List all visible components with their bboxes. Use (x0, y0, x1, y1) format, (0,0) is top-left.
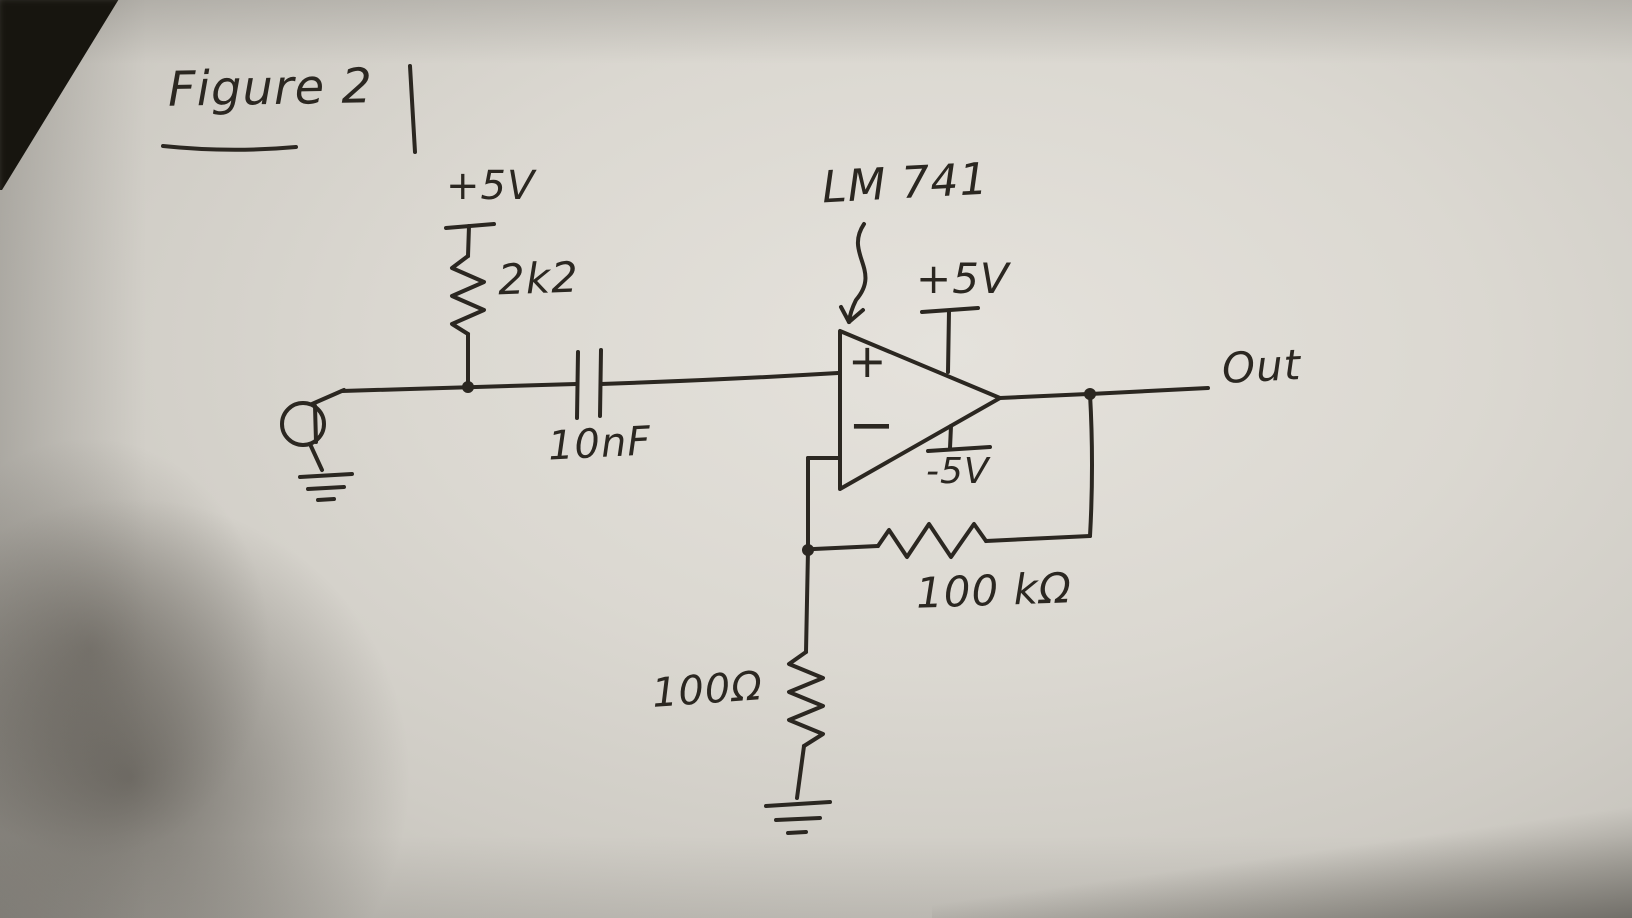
supply-terminal-neg (926, 424, 992, 453)
opamp-plus-input-label: + (848, 334, 888, 388)
feedback-wire (984, 392, 1094, 543)
lm741-pointer-arrow (839, 222, 868, 324)
label-resistor-100ohm: 100Ω (650, 663, 765, 717)
ground-symbol-bottom (764, 800, 832, 835)
junction-dot (462, 381, 474, 393)
label-output: Out (1220, 339, 1303, 394)
signal-wire-left (340, 382, 578, 393)
title-underline (161, 64, 417, 154)
signal-wire-to-opamp (599, 371, 840, 386)
supply-terminal-pos (920, 306, 980, 374)
paper-edge-bottom-right (932, 768, 1632, 918)
output-wire (998, 386, 1210, 400)
resistor-100ohm-symbol (787, 548, 825, 800)
finger-shadow-bottom-left (0, 498, 410, 918)
label-supply-pos: +5V (916, 254, 1010, 303)
junction-dot (1084, 388, 1096, 400)
label-resistor-2k2: 2k2 (497, 252, 580, 305)
resistor-100k-symbol (812, 522, 988, 559)
junction-dot (802, 544, 814, 556)
opamp-triangle (838, 329, 1002, 491)
label-supply-neg: -5V (926, 451, 990, 492)
inverting-input-wire (806, 456, 840, 552)
figure-title: Figure 2 (167, 58, 374, 118)
ground-symbol-mic (298, 472, 354, 502)
label-opamp-part: LM 741 (820, 153, 990, 214)
label-supply-left: +5V (446, 163, 536, 209)
label-capacitor-10nf: 10nF (546, 418, 653, 470)
resistor-2k2-symbol (450, 254, 486, 388)
label-resistor-100k: 100 kΩ (915, 563, 1073, 618)
microphone-symbol (280, 388, 346, 472)
supply-terminal-left (444, 222, 496, 258)
opamp-minus-input-label: − (848, 393, 896, 458)
capacitor-symbol (575, 348, 603, 420)
soft-shadow-left (0, 438, 270, 858)
